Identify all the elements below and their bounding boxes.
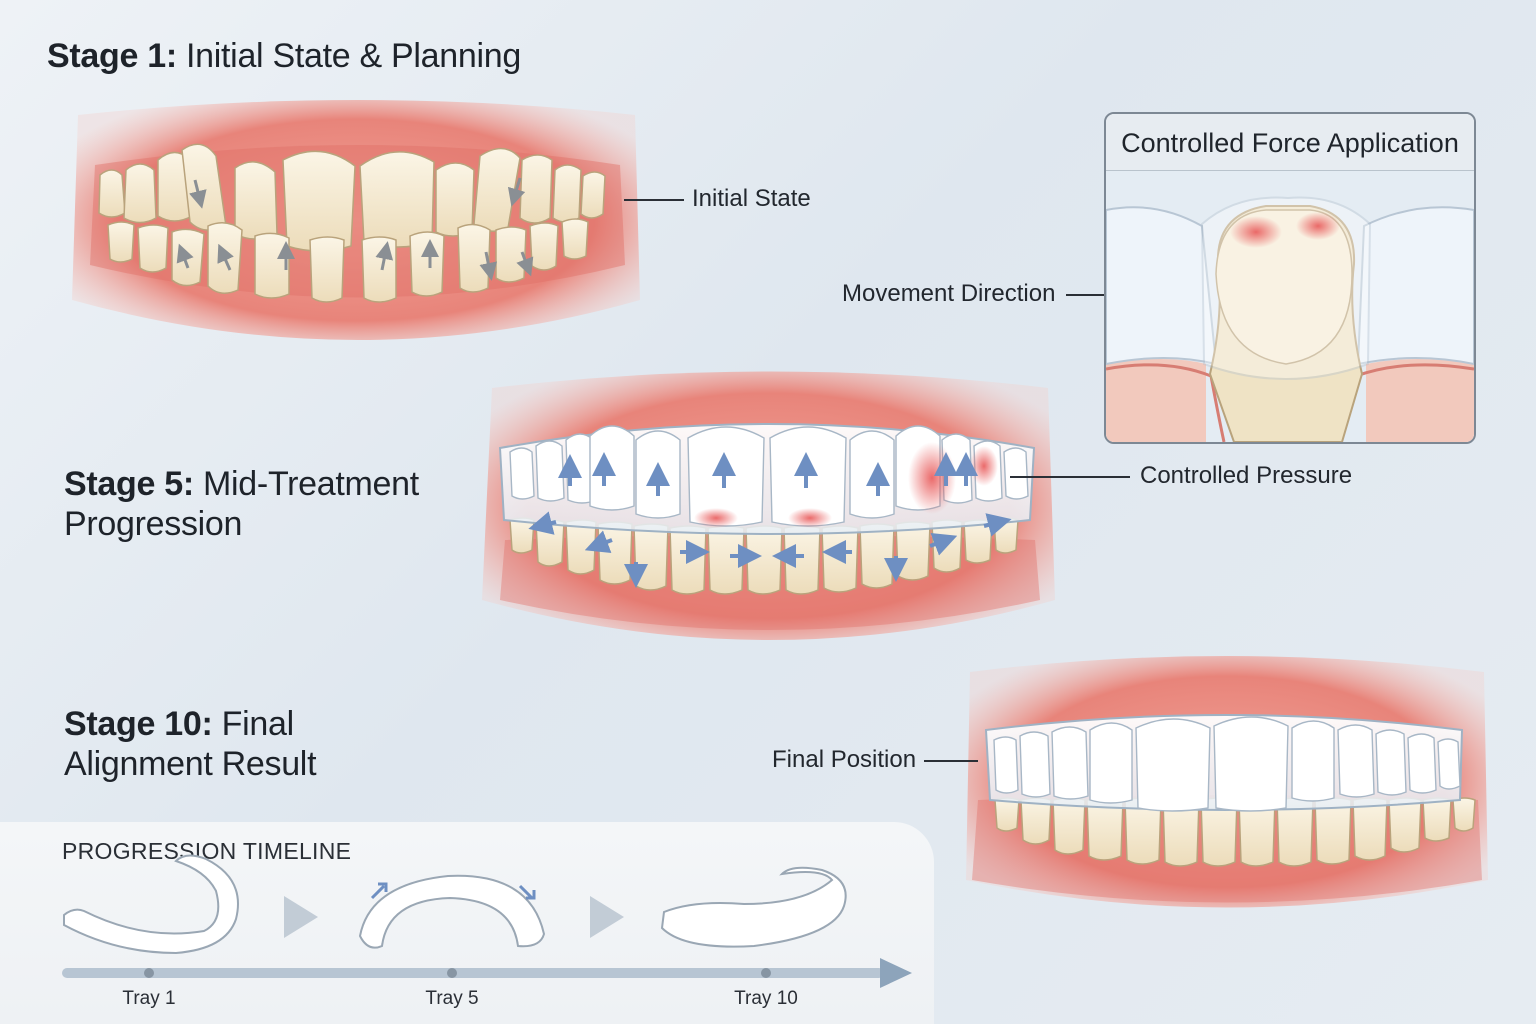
stage-10-teeth-illustration bbox=[966, 656, 1488, 908]
stage-10-description-line2: Alignment Result bbox=[64, 745, 317, 783]
stage-5-description-line2: Progression bbox=[64, 505, 243, 543]
stage-10-label: Stage 10: bbox=[64, 705, 213, 743]
movement-direction-leader-line bbox=[1066, 294, 1104, 296]
final-position-leader-line bbox=[924, 760, 978, 762]
controlled-pressure-callout: Controlled Pressure bbox=[1140, 462, 1353, 489]
final-position-callout: Final Position bbox=[772, 746, 917, 773]
force-application-inset: Controlled Force Application bbox=[1104, 112, 1476, 444]
inset-illustration bbox=[1106, 170, 1474, 442]
tray-label-10: Tray 10 bbox=[734, 988, 798, 1009]
stage-1-description: Initial State & Planning bbox=[186, 37, 521, 75]
stage-5-description-line1: Mid-Treatment bbox=[203, 465, 419, 503]
stage-5-title: Stage 5: Mid-Treatment Progression bbox=[64, 464, 419, 544]
tray-label-5: Tray 5 bbox=[425, 988, 479, 1009]
stage-5-teeth-illustration bbox=[482, 371, 1055, 640]
stage-10-description-line1: Final bbox=[221, 705, 295, 743]
inset-title: Controlled Force Application bbox=[1106, 114, 1474, 171]
timeline-heading: PROGRESSION TIMELINE bbox=[62, 838, 352, 864]
stage-10-title: Stage 10: Final Alignment Result bbox=[64, 704, 317, 784]
stage-1-teeth-illustration bbox=[72, 100, 640, 340]
stage-1-title: Stage 1: Initial State & Planning bbox=[47, 36, 521, 76]
initial-state-callout: Initial State bbox=[692, 185, 811, 212]
movement-direction-callout: Movement Direction bbox=[842, 280, 1056, 307]
stage-1-label: Stage 1: bbox=[47, 37, 177, 75]
controlled-pressure-leader-line bbox=[1010, 476, 1130, 478]
stage-5-label: Stage 5: bbox=[64, 465, 194, 503]
initial-state-leader-line bbox=[624, 199, 684, 201]
tray-label-1: Tray 1 bbox=[122, 988, 176, 1009]
